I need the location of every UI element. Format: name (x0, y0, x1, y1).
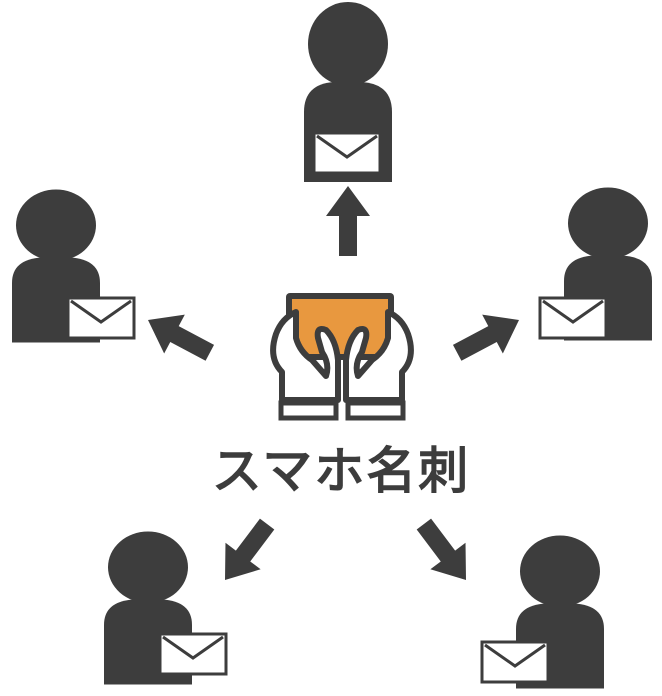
arrow-lower-left-icon (207, 510, 285, 594)
envelope-icon (158, 632, 228, 676)
caption-title: スマホ名刺 (211, 442, 471, 500)
hands-holding-smartphone-icon (270, 293, 414, 421)
arrow-upper-left-icon (137, 300, 221, 373)
recipient-bottom-left (104, 531, 228, 685)
recipient-right (538, 187, 652, 341)
envelope-icon (538, 296, 608, 340)
recipient-bottom-right (480, 535, 604, 689)
recipient-left (12, 189, 136, 343)
arrow-upper-right-icon (446, 300, 530, 373)
recipient-top (304, 2, 392, 182)
envelope-icon (312, 131, 382, 175)
arrow-lower-right-icon (406, 510, 484, 594)
envelope-icon (66, 296, 136, 340)
arrow-up-icon (326, 186, 370, 256)
envelope-icon (480, 640, 550, 684)
